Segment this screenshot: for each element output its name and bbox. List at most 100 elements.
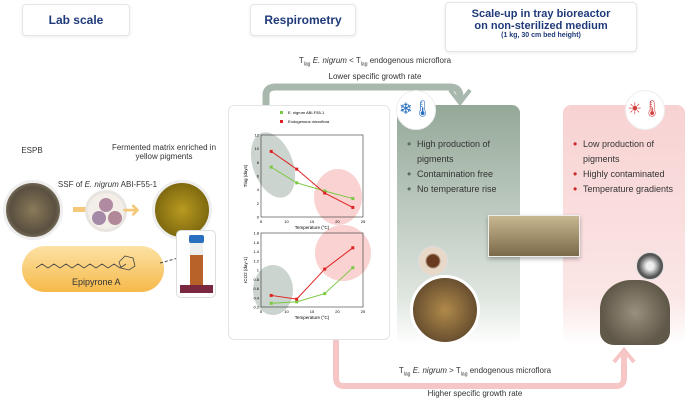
data-point [295, 181, 299, 185]
molecule-structure [35, 255, 136, 271]
data-point [295, 297, 299, 301]
hot-panel: Low production of pigments Highly contam… [563, 105, 685, 345]
cold-colony-zoom [418, 246, 448, 276]
hot-highlight [315, 225, 371, 281]
series-line [270, 166, 353, 200]
top-arrow-head [448, 88, 472, 107]
tray-bioreactor [488, 215, 580, 257]
cold-item: Contamination free [407, 167, 512, 182]
epipyrone-pill: Epipyrone A [22, 246, 164, 292]
top-arrow-label: Tlag E. nigrum < Tlag endogenous microfl… [298, 56, 452, 68]
x-axis-label: Temperature (°C) [295, 315, 330, 320]
scale-up-subtitle: (1 kg, 30 cm bed height) [501, 32, 581, 39]
data-point [351, 205, 355, 209]
thermometer-hot-icon: ☀🌡 [625, 90, 665, 130]
bottom-arrow [333, 338, 627, 389]
arrow-left [73, 207, 93, 212]
petri-dish [85, 190, 127, 232]
espb-label: ESPB [21, 146, 43, 155]
compound-name: Epipyrone A [72, 277, 121, 287]
cold-culture-photo [410, 275, 480, 345]
data-point [323, 267, 327, 271]
y-tick-label: 0 [257, 215, 260, 220]
x-tick-label: 5 [260, 219, 263, 224]
x-tick-label: 25 [361, 219, 366, 224]
x-tick-label: 15 [310, 219, 315, 224]
series-line [271, 247, 354, 300]
y-axis-label: rCO2 (day-1) [243, 256, 248, 283]
data-point [323, 189, 327, 193]
ssf-label: SSF of E. nigrum ABI-F55-1 [57, 180, 158, 189]
y-tick-label: 2 [257, 201, 260, 206]
data-point [323, 191, 327, 195]
data-point [351, 266, 355, 270]
y-tick-label: 1.6 [253, 240, 259, 245]
cold-item: High production of pigments [407, 137, 512, 167]
scale-up-header: Scale-up in tray bioreactor on non-steri… [445, 2, 637, 52]
x-tick-label: 15 [310, 309, 315, 314]
top-arrow [262, 83, 464, 130]
series-line [271, 267, 354, 304]
arrow-right-icon: ➜ [122, 197, 141, 222]
data-point [269, 301, 273, 305]
data-point [295, 167, 299, 171]
plot-frame [260, 232, 364, 308]
hot-highlight [314, 169, 362, 225]
fermented-label: Fermented matrix enriched in yellow pigm… [111, 143, 217, 161]
y-tick-label: 1.2 [253, 258, 259, 263]
top-arrow-sublabel: Lower specific growth rate [328, 72, 422, 81]
y-tick-label: 1.4 [253, 249, 259, 254]
data-point [269, 165, 273, 169]
data-point [269, 149, 273, 153]
hot-culture-photo [600, 280, 670, 345]
hot-item: Temperature gradients [573, 182, 679, 197]
espb-photo [3, 180, 63, 240]
x-axis-label: Temperature (°C) [295, 225, 330, 230]
y-tick-label: 0.8 [253, 277, 259, 282]
hot-item: Highly contaminated [573, 167, 679, 182]
x-tick-label: 20 [335, 309, 340, 314]
y-axis-label: Tlag (days) [243, 164, 248, 187]
y-tick-label: 0.6 [253, 286, 259, 291]
cold-highlight [250, 132, 296, 198]
y-tick-label: 1.8 [253, 231, 259, 236]
respirometry-header: Respirometry [250, 4, 356, 36]
y-tick-label: 1 [257, 268, 260, 273]
data-point [351, 197, 355, 201]
x-tick-label: 5 [260, 309, 263, 314]
x-tick-label: 10 [284, 219, 289, 224]
plot-frame [260, 134, 364, 218]
x-tick-label: 20 [335, 219, 340, 224]
y-tick-label: 10 [255, 146, 260, 151]
data-point [323, 292, 327, 296]
y-tick-label: 8 [257, 160, 260, 165]
lab-scale-header: Lab scale [22, 4, 130, 36]
bottom-arrow-label: Tlag E. nigrum > Tlag endogenous microfl… [398, 366, 552, 378]
thermometer-cold-icon: ❄🌡 [396, 90, 436, 130]
legend-marker [280, 111, 283, 114]
x-tick-label: 25 [361, 309, 366, 314]
y-tick-label: 12 [255, 133, 260, 138]
legend-label: E. nigrum ABI-F55-1 [288, 110, 325, 115]
y-tick-label: 6 [257, 174, 260, 179]
bottom-arrow-sublabel: Higher specific growth rate [427, 389, 523, 398]
cold-item: No temperature rise [407, 182, 512, 197]
data-point [269, 293, 273, 297]
y-tick-label: 0.2 [253, 305, 259, 310]
tube-card [176, 230, 216, 298]
y-tick-label: 4 [257, 187, 260, 192]
series-line [270, 150, 354, 208]
hot-item: Low production of pigments [573, 137, 679, 167]
legend-label: Endogenous microflora [288, 119, 330, 124]
legend-marker [280, 120, 283, 123]
data-point [351, 246, 355, 250]
scale-up-title-1: Scale-up in tray bioreactor [471, 8, 611, 20]
hot-colony-zoom [636, 252, 664, 280]
data-point [295, 300, 299, 304]
cold-highlight [253, 265, 293, 315]
x-tick-label: 10 [284, 309, 289, 314]
y-tick-label: 0.4 [253, 295, 259, 300]
bottom-arrow-head [612, 346, 636, 364]
